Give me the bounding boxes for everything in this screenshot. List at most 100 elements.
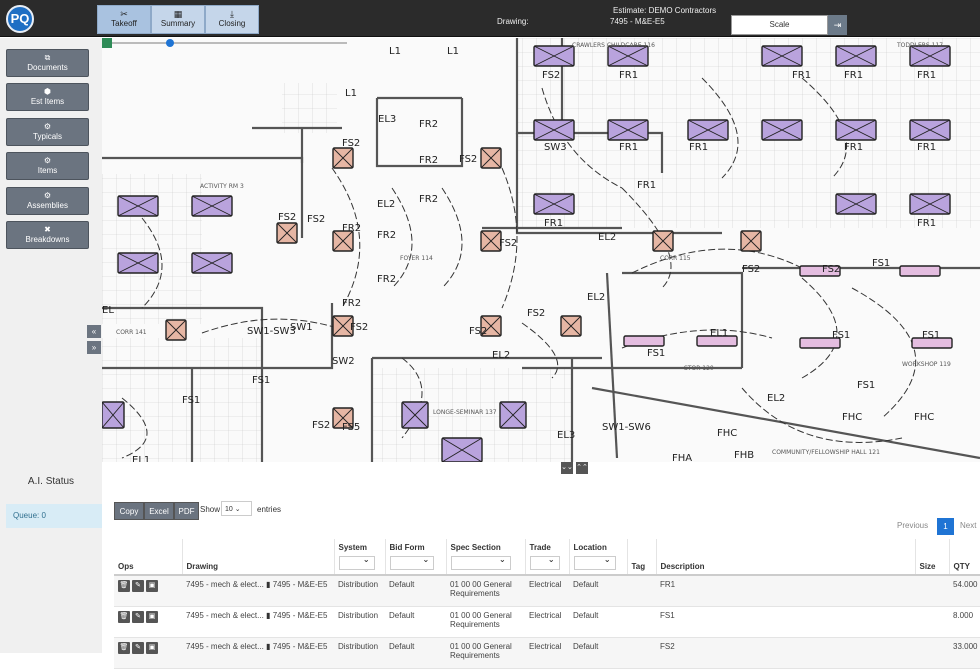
light-fixture[interactable] [799,337,841,349]
plan-label: FS2 [278,212,296,223]
sidebar-assemblies-button[interactable]: ⚙ Assemblies [6,187,89,215]
view-icon[interactable]: ▣ [146,610,158,623]
queue-status: Queue: 0 [6,504,102,528]
light-fixture[interactable] [332,315,354,337]
delete-icon[interactable]: 🗑 [118,610,130,623]
sidebar-typicals-button[interactable]: ⚙ Typicals [6,118,89,146]
light-fixture[interactable] [102,401,125,429]
light-fixture[interactable] [533,193,575,215]
light-fixture[interactable] [441,437,483,462]
light-fixture[interactable] [899,265,941,277]
col-location[interactable]: Location [569,539,628,576]
scale-menu-button[interactable]: ⇥ [828,15,847,35]
expand-drawing-button[interactable]: ⌃⌃ [576,462,588,474]
location-filter[interactable] [573,555,616,570]
light-fixture[interactable] [835,119,877,141]
bid-form-filter[interactable] [389,555,435,570]
col-system[interactable]: System [334,539,386,576]
horizontal-scrollbar[interactable] [102,38,352,48]
col-tag[interactable]: Tag [627,539,657,576]
system-filter[interactable] [338,555,375,570]
collapse-drawing-button[interactable]: ⌄⌄ [561,462,573,474]
light-fixture[interactable] [607,45,649,67]
delete-icon[interactable]: 🗑 [118,580,130,592]
light-fixture[interactable] [117,195,159,217]
collapse-panel-button[interactable]: « [87,325,101,338]
light-fixture[interactable] [332,147,354,169]
sidebar-est-items-button[interactable]: ⬢ Est Items [6,83,89,111]
light-fixture[interactable] [332,407,354,429]
light-fixture[interactable] [799,265,841,277]
light-fixture[interactable] [835,193,877,215]
view-icon[interactable]: ▣ [146,580,158,592]
col-trade[interactable]: Trade [525,539,570,576]
light-fixture[interactable] [480,230,502,252]
col-size[interactable]: Size [915,539,950,576]
light-fixture[interactable] [696,335,738,347]
light-fixture[interactable] [607,119,649,141]
light-fixture[interactable] [499,401,527,429]
light-fixture[interactable] [560,315,582,337]
light-fixture[interactable] [276,222,298,244]
spec-section-filter[interactable] [450,555,511,570]
light-fixture[interactable] [740,230,762,252]
light-fixture[interactable] [687,119,729,141]
light-fixture[interactable] [533,119,575,141]
document-icon: ▮ [266,641,271,651]
col-qty[interactable]: QTY [949,539,980,576]
light-fixture[interactable] [191,195,233,217]
light-fixture[interactable] [480,147,502,169]
light-fixture[interactable] [835,45,877,67]
light-fixture[interactable] [191,252,233,274]
light-fixture[interactable] [911,337,953,349]
light-fixture[interactable] [117,252,159,274]
nav-closing-button[interactable]: ⤓ Closing [205,5,259,34]
scale-field[interactable]: Scale [731,15,828,35]
page-size-select[interactable]: 10 ⌄ [221,501,252,516]
light-fixture[interactable] [652,230,674,252]
plan-label: FS5 [342,422,360,433]
table-row[interactable]: 🗑✎▣7495 - mech & elect... ▮ 7495 - M&E-E… [114,575,980,607]
col-spec-section[interactable]: Spec Section [446,539,526,576]
col-drawing[interactable]: Drawing [182,539,335,576]
edit-icon[interactable]: ✎ [132,580,144,592]
sidebar-documents-button[interactable]: ⧉ Documents [6,49,89,77]
light-fixture[interactable] [623,335,665,347]
pagination-previous[interactable]: Previous [897,521,929,530]
table-row[interactable]: 🗑✎▣7495 - mech & elect... ▮ 7495 - M&E-E… [114,606,980,638]
copy-button[interactable]: Copy [114,502,144,520]
scroll-handle[interactable] [166,39,174,47]
drawing-label: Drawing: [497,17,529,26]
expand-panel-button[interactable]: » [87,341,101,354]
sidebar-items-button[interactable]: ⚙ Items [6,152,89,180]
trade-filter[interactable] [529,555,560,570]
nav-summary-label: Summary [160,19,196,28]
edit-icon[interactable]: ✎ [132,610,144,623]
pdf-button[interactable]: PDF [174,502,199,520]
light-fixture[interactable] [909,45,951,67]
col-description[interactable]: Description [656,539,916,576]
top-bar: PQ ✂ Takeoff ▦ Summary ⤓ Closing Drawing… [0,0,980,37]
sidebar-breakdowns-button[interactable]: ✖ Breakdowns [6,221,89,249]
edit-icon[interactable]: ✎ [132,641,144,654]
excel-button[interactable]: Excel [144,502,174,520]
nav-summary-button[interactable]: ▦ Summary [151,5,205,34]
light-fixture[interactable] [533,45,575,67]
col-bid-form[interactable]: Bid Form [385,539,447,576]
nav-takeoff-button[interactable]: ✂ Takeoff [97,5,151,34]
pagination-page-1[interactable]: 1 [937,518,954,535]
light-fixture[interactable] [480,315,502,337]
app-logo[interactable]: PQ [6,5,34,33]
light-fixture[interactable] [401,401,429,429]
light-fixture[interactable] [332,230,354,252]
light-fixture[interactable] [909,193,951,215]
light-fixture[interactable] [909,119,951,141]
light-fixture[interactable] [761,45,803,67]
light-fixture[interactable] [761,119,803,141]
delete-icon[interactable]: 🗑 [118,641,130,654]
light-fixture[interactable] [165,319,187,341]
view-icon[interactable]: ▣ [146,641,158,654]
pagination-next[interactable]: Next [960,521,977,530]
